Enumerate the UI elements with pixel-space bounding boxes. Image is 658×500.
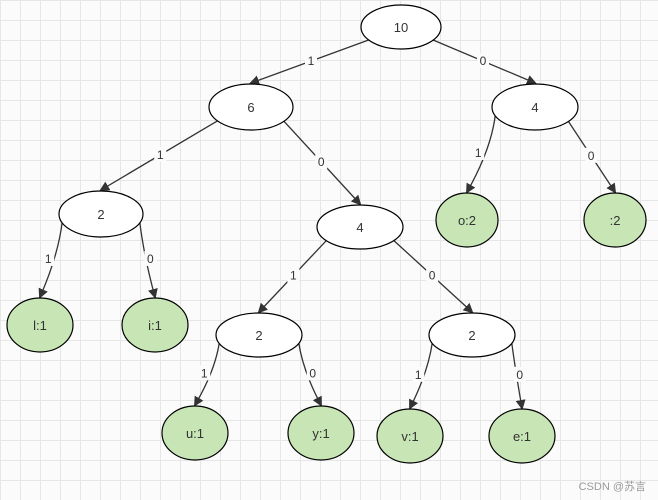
edge-label-background [412, 366, 425, 382]
edge-label-background [477, 53, 489, 69]
node-label: :2 [610, 213, 621, 228]
edge-label-background [472, 144, 485, 160]
node-label: 2 [255, 328, 262, 343]
node-label: i:1 [148, 318, 162, 333]
tree-edge: 0 [138, 220, 158, 299]
edge-label: 0 [516, 368, 523, 382]
node-shape [360, 4, 442, 50]
edge-label-background [305, 53, 317, 69]
edge-label: 1 [157, 148, 164, 162]
node-label: e:1 [513, 429, 531, 444]
node-shape [287, 405, 355, 461]
node-shape [208, 83, 294, 131]
internal-node: 6 [208, 83, 294, 131]
node-label: 4 [531, 100, 538, 115]
tree-edge: 1 [409, 341, 434, 410]
internal-node: 2 [58, 190, 144, 238]
edge-label-background [306, 365, 319, 381]
tree-edge: 0 [510, 341, 526, 410]
tree-edge: 1 [466, 113, 497, 194]
edge-label: 0 [309, 366, 316, 380]
node-label: 6 [247, 100, 254, 115]
edge-label-background [315, 153, 328, 169]
node-label: y:1 [312, 426, 329, 441]
node-label: u:1 [186, 426, 204, 441]
edge-label-background [154, 146, 167, 162]
leaf-node: y:1 [287, 405, 355, 461]
node-label: l:1 [33, 318, 47, 333]
leaf-node: v:1 [376, 408, 444, 464]
node-label: o:2 [458, 213, 476, 228]
edge-arrow [297, 341, 322, 407]
edge-label: 0 [480, 54, 487, 68]
internal-node: 2 [215, 312, 303, 358]
tree-edge: 1 [193, 341, 221, 407]
leaf-node: e:1 [488, 408, 556, 464]
edge-label: 0 [429, 269, 436, 283]
leaf-node: l:1 [6, 297, 74, 353]
node-shape [583, 192, 647, 248]
edges-layer: 1 0 1 0 1 0 1 0 1 0 1 0 1 0 [38, 38, 617, 410]
node-label: 10 [394, 20, 408, 35]
edge-label-background [144, 250, 157, 266]
node-shape [58, 190, 144, 238]
node-shape [491, 83, 579, 131]
tree-edge: 0 [391, 238, 474, 314]
node-shape [376, 408, 444, 464]
edge-arrow [409, 341, 434, 410]
node-label: 4 [356, 220, 363, 235]
edge-label: 1 [308, 54, 315, 68]
edge-label: 0 [147, 252, 154, 266]
edge-label: 1 [290, 269, 297, 283]
edge-label: 0 [588, 149, 595, 163]
tree-edge: 1 [99, 119, 220, 192]
leaf-node: i:1 [121, 297, 189, 353]
tree-edge: 0 [566, 119, 617, 194]
node-shape [488, 408, 556, 464]
edge-label: 1 [475, 146, 482, 160]
edge-label-background [585, 147, 598, 163]
node-shape [316, 204, 404, 250]
tree-edge: 0 [282, 119, 362, 206]
node-label: v:1 [401, 429, 418, 444]
edge-label: 1 [415, 368, 422, 382]
internal-node: 4 [491, 83, 579, 131]
edge-label-background [426, 267, 439, 283]
edge-label-background [513, 366, 526, 382]
tree-edge: 0 [297, 341, 322, 407]
node-shape [6, 297, 74, 353]
watermark-text: CSDN @苏言 [578, 481, 646, 493]
internal-node: 10 [360, 4, 442, 50]
node-shape [121, 297, 189, 353]
node-shape [215, 312, 303, 358]
node-shape [161, 405, 229, 461]
edge-arrow [466, 113, 497, 194]
node-label: 2 [468, 328, 475, 343]
leaf-node: o:2 [435, 192, 499, 248]
internal-node: 4 [316, 204, 404, 250]
internal-node: 2 [428, 312, 516, 358]
node-shape [435, 192, 499, 248]
edge-label: 0 [318, 155, 325, 169]
tree-edge: 1 [249, 38, 372, 85]
edge-arrow [38, 220, 64, 299]
edge-label: 1 [201, 366, 208, 380]
tree-edge: 1 [38, 220, 64, 299]
node-label: 2 [97, 207, 104, 222]
edge-arrow [193, 341, 221, 407]
edge-label: 1 [45, 252, 52, 266]
tree-edge: 1 [257, 238, 329, 314]
node-shape [428, 312, 516, 358]
leaf-node: :2 [583, 192, 647, 248]
edge-label-background [42, 250, 55, 266]
edge-label-background [287, 267, 300, 283]
tree-edge: 0 [430, 38, 537, 85]
edge-label-background [198, 365, 211, 381]
leaf-node: u:1 [161, 405, 229, 461]
